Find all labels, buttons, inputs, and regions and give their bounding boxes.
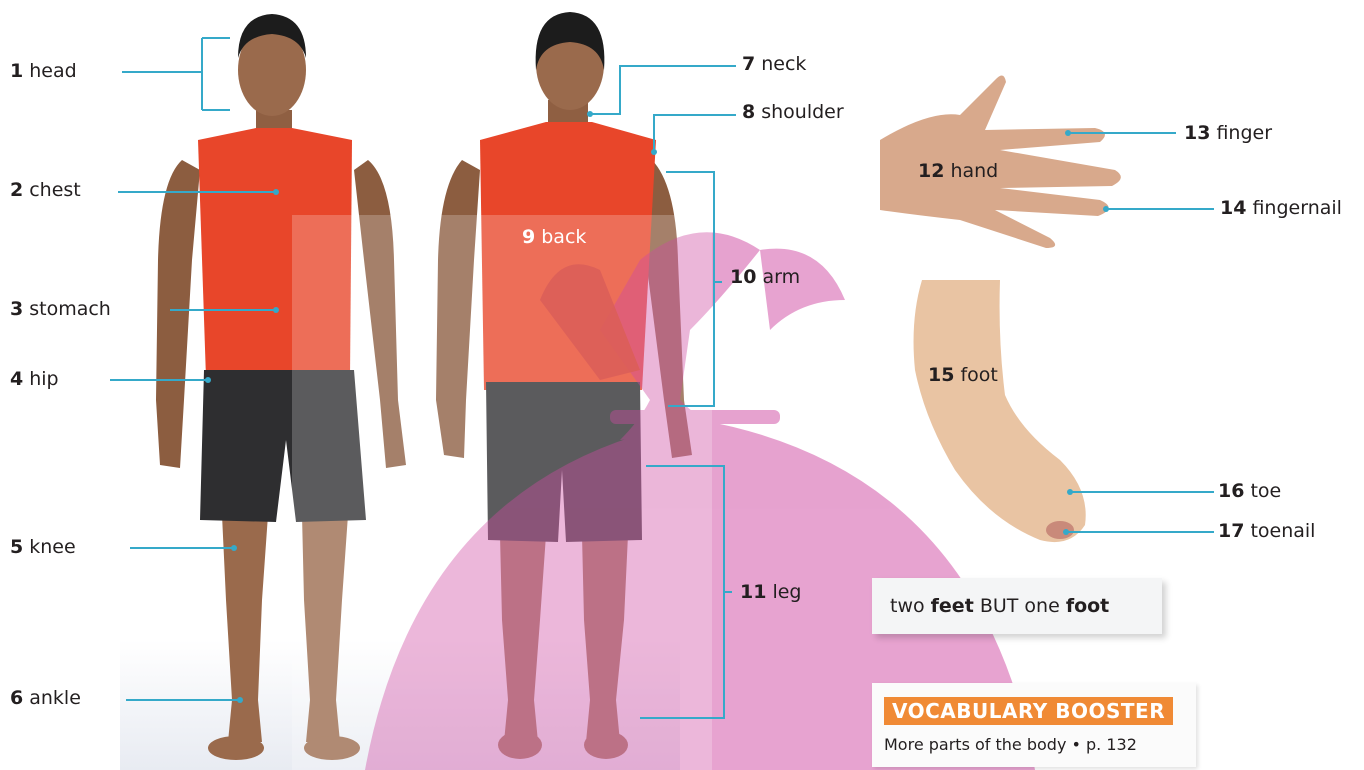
vocabulary-booster-box: VOCABULARY BOOSTER More parts of the bod… (872, 683, 1196, 767)
vocabulary-booster-title: VOCABULARY BOOSTER (884, 697, 1173, 725)
hand-illustration (880, 75, 1121, 248)
note-bold-feet: feet (931, 595, 974, 617)
note-bold-foot: foot (1066, 595, 1109, 617)
plural-note-box: two feet BUT one foot (872, 578, 1162, 634)
watermark-wash (292, 215, 712, 770)
foot-illustration (914, 280, 1086, 542)
vocabulary-booster-reference: More parts of the body • p. 132 (884, 735, 1196, 754)
